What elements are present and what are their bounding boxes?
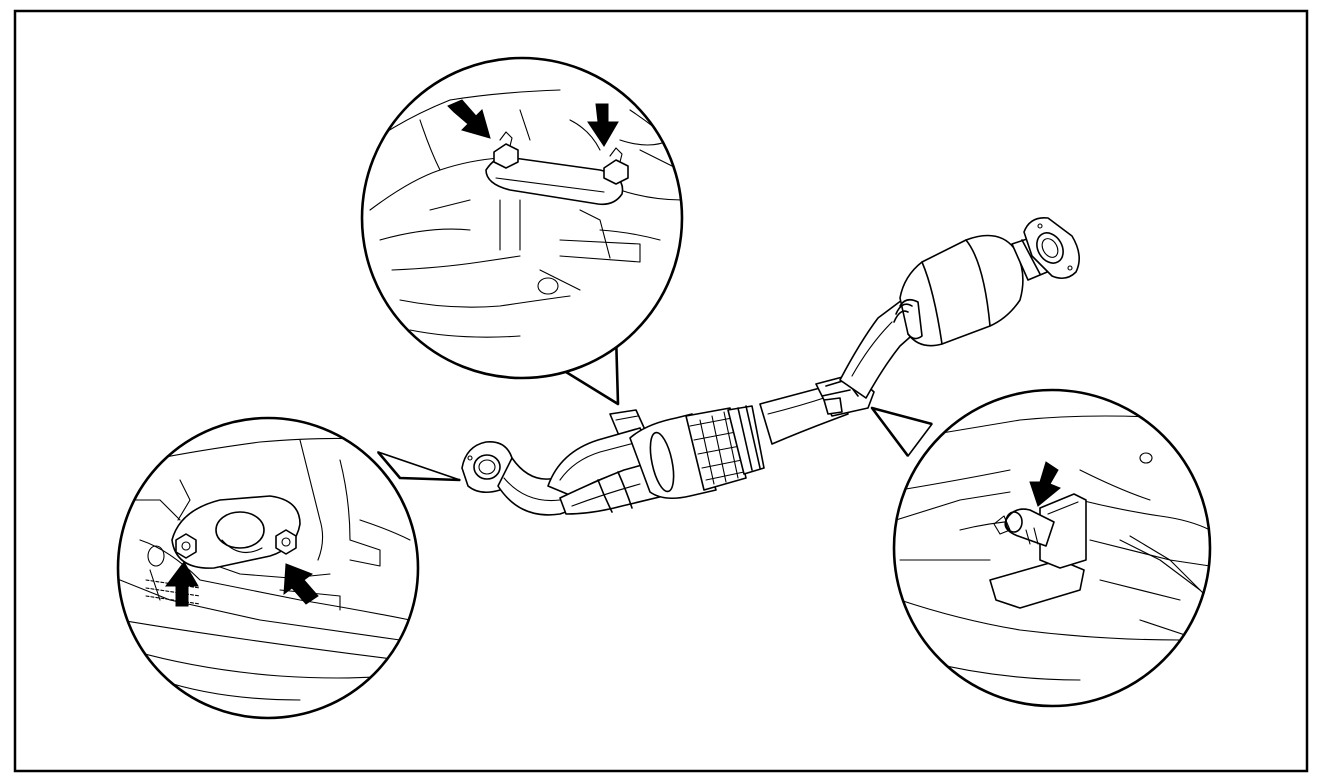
rear-outlet-flange xyxy=(1023,216,1080,280)
catalytic-converter xyxy=(893,234,1053,347)
front-flange-nut-right xyxy=(275,529,297,555)
detail-support-bracket-bolt xyxy=(892,388,1212,708)
pointer-arrow-icon xyxy=(283,563,319,605)
manifold-nut-left xyxy=(493,131,519,169)
support-bracket-bolt xyxy=(993,508,1055,547)
pointer-arrow-icon xyxy=(1029,461,1061,507)
detail-front-flange-nuts xyxy=(116,416,420,720)
manifold-nut-right xyxy=(603,147,629,185)
figure-frame xyxy=(13,9,1309,773)
pointer-arrow-icon xyxy=(447,99,491,139)
front-flange-nut-left xyxy=(175,533,197,559)
pointer-arrow-icon xyxy=(165,561,199,607)
callout-pointers xyxy=(377,333,933,482)
exhaust-front-pipe xyxy=(461,216,1080,516)
sub-catalytic-converter xyxy=(685,407,747,491)
pointer-arrow-icon xyxy=(587,103,619,147)
front-pipe-inlet-flange xyxy=(461,441,514,494)
detail-exhaust-manifold-nuts xyxy=(360,56,684,380)
